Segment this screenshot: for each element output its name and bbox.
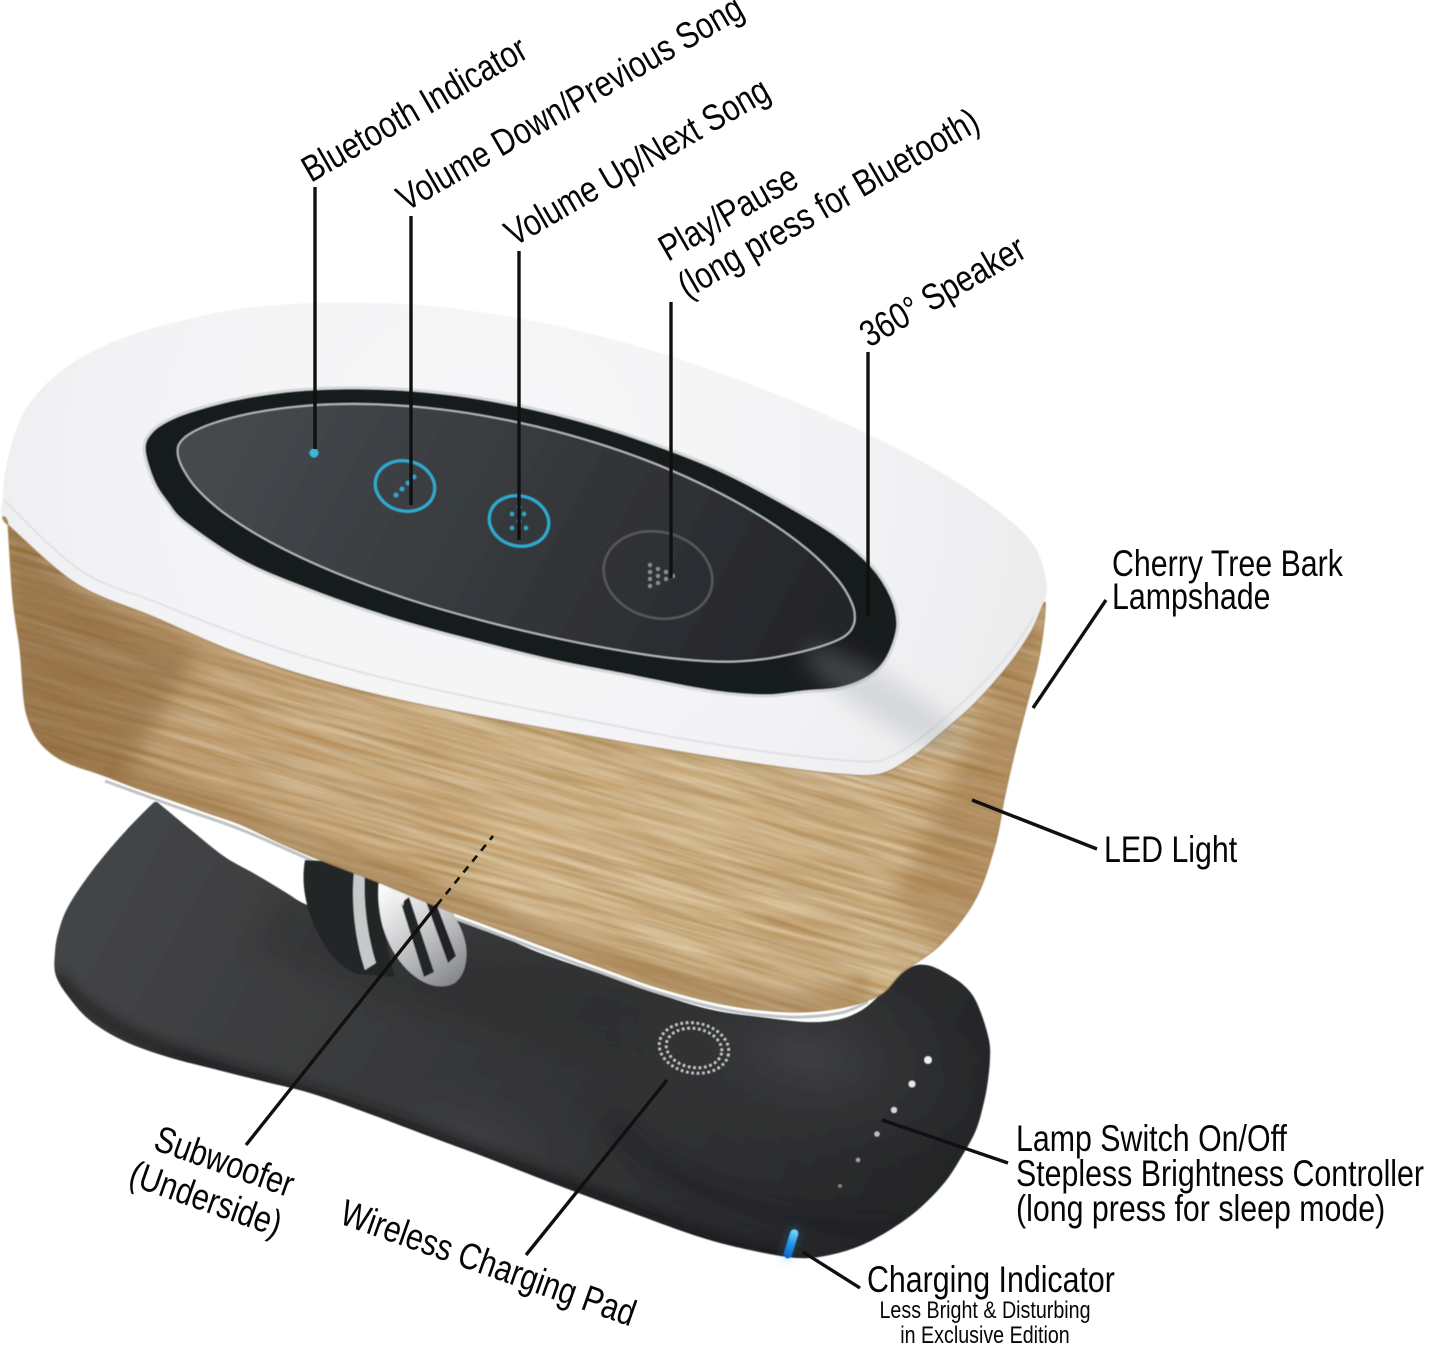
svg-text:LED Light: LED Light: [1104, 829, 1238, 871]
svg-text:Cherry Tree Bark: Cherry Tree Bark: [1112, 543, 1343, 585]
svg-text:in Exclusive Edition: in Exclusive Edition: [900, 1321, 1069, 1348]
svg-text:Less Bright & Disturbing: Less Bright & Disturbing: [879, 1296, 1090, 1323]
svg-text:Lampshade: Lampshade: [1112, 576, 1271, 618]
svg-text:Charging Indicator: Charging Indicator: [867, 1259, 1115, 1301]
svg-text:Stepless Brightness Controller: Stepless Brightness Controller: [1016, 1153, 1424, 1195]
svg-text:(long press for sleep mode): (long press for sleep mode): [1016, 1188, 1385, 1230]
svg-text:Wireless Charging Pad: Wireless Charging Pad: [335, 1192, 641, 1335]
svg-text:360° Speaker: 360° Speaker: [853, 228, 1033, 356]
svg-text:Lamp Switch On/Off: Lamp Switch On/Off: [1016, 1118, 1287, 1160]
